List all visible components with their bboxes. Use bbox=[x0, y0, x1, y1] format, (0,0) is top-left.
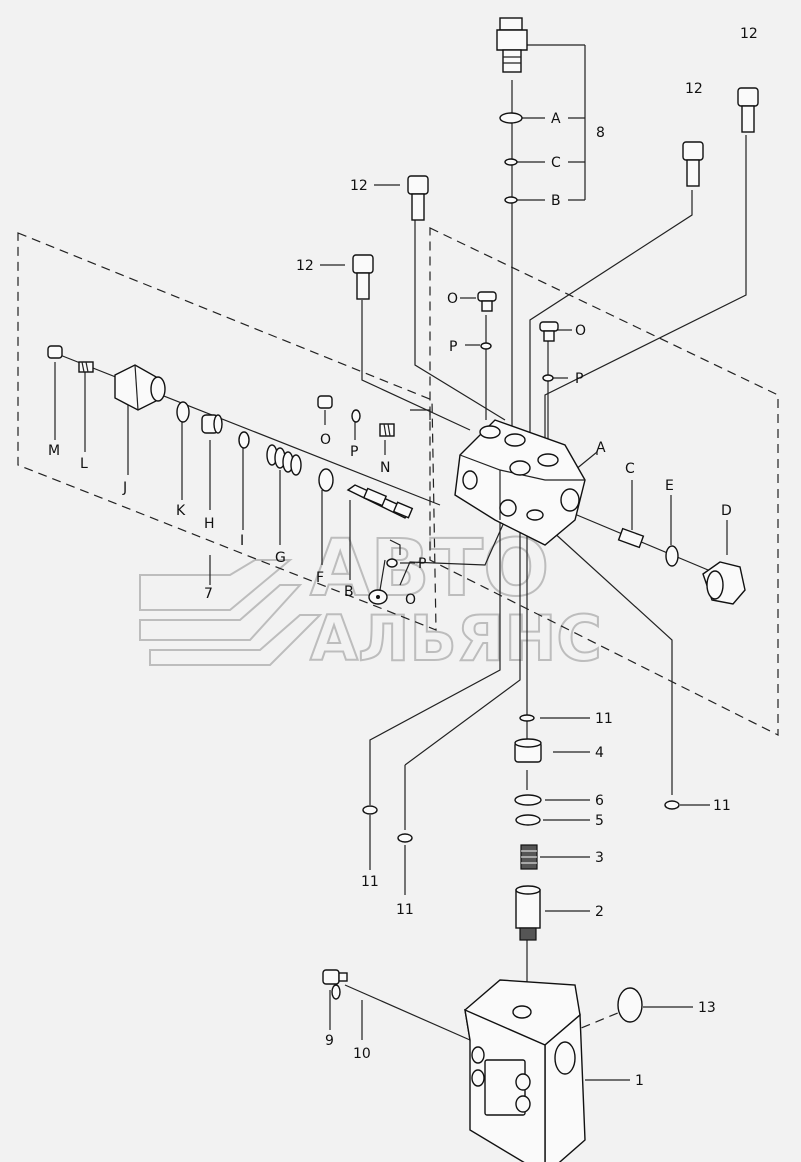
part-h-seat bbox=[201, 414, 223, 434]
label-11-left-b: 11 bbox=[396, 902, 414, 918]
label-O-2: O bbox=[575, 323, 586, 339]
label-G: G bbox=[275, 550, 286, 566]
plug-o-top-left bbox=[477, 291, 497, 312]
label-I: I bbox=[240, 533, 244, 549]
label-E: E bbox=[665, 478, 674, 494]
label-11-right: 11 bbox=[713, 798, 731, 814]
bolt-12-a bbox=[407, 175, 429, 221]
o-ring-11-right bbox=[664, 800, 680, 810]
label-J: J bbox=[122, 480, 127, 496]
label-C: C bbox=[551, 155, 561, 171]
part-o-plug-left bbox=[317, 395, 333, 409]
valve-body bbox=[454, 419, 586, 546]
label-5: 5 bbox=[595, 813, 604, 829]
part-p-o-ring-lower bbox=[386, 558, 398, 568]
part-c-connector bbox=[617, 527, 645, 549]
part-d-cap bbox=[702, 561, 746, 605]
label-P-1: P bbox=[449, 339, 457, 355]
part-3-spring bbox=[520, 844, 538, 870]
part-o-plug-lower bbox=[368, 589, 388, 605]
label-A: A bbox=[551, 111, 561, 127]
part-l-spring bbox=[78, 361, 94, 373]
dashed-group-left bbox=[17, 232, 437, 631]
watermark-logo: АВТО АЛЬЯНС bbox=[139, 523, 603, 676]
watermark-line2: АЛЬЯНС bbox=[310, 602, 602, 675]
label-10: 10 bbox=[353, 1046, 371, 1062]
bolt-12-d bbox=[737, 87, 759, 133]
plug-o-top-right bbox=[539, 321, 559, 342]
part-8-fitting bbox=[496, 17, 528, 73]
label-N: N bbox=[380, 460, 390, 476]
part-p-o-ring-left bbox=[351, 409, 361, 423]
dashed-group-right bbox=[429, 227, 779, 736]
label-F: F bbox=[316, 570, 324, 586]
callout-labels: A C B 8 12 12 12 12 O P O P A C E D M L … bbox=[48, 26, 758, 1089]
o-ring-b bbox=[504, 196, 518, 204]
label-A-2: A bbox=[596, 440, 606, 456]
label-B: B bbox=[551, 193, 561, 209]
label-O-3: O bbox=[320, 432, 331, 448]
label-O-1: O bbox=[447, 291, 458, 307]
o-ring-c bbox=[504, 158, 518, 166]
label-4: 4 bbox=[595, 745, 604, 761]
bolt-12-b bbox=[352, 254, 374, 300]
part-m-plug bbox=[47, 345, 63, 359]
bolt-12-c bbox=[682, 141, 704, 187]
o-ring-p-1 bbox=[480, 342, 492, 350]
part-b-spool bbox=[346, 484, 414, 519]
label-9: 9 bbox=[325, 1033, 334, 1049]
label-7: 7 bbox=[204, 586, 213, 602]
leader-lines bbox=[54, 44, 747, 1081]
label-L: L bbox=[80, 456, 88, 472]
part-g-spring bbox=[266, 444, 302, 476]
part-e-o-ring bbox=[665, 545, 679, 567]
label-M: M bbox=[48, 443, 60, 459]
part-6-ring bbox=[514, 794, 542, 806]
label-C-2: C bbox=[625, 461, 635, 477]
part-j-cap bbox=[114, 364, 166, 411]
o-ring-p-2 bbox=[542, 374, 554, 382]
label-B-2: B bbox=[344, 584, 354, 600]
label-P-4: P bbox=[418, 556, 426, 572]
part-n-screw bbox=[379, 423, 395, 437]
label-1: 1 bbox=[635, 1073, 644, 1089]
label-12-b: 12 bbox=[296, 258, 314, 274]
part-5-o-ring bbox=[515, 814, 541, 826]
part-9-plug bbox=[322, 969, 348, 985]
part-i-o-ring bbox=[238, 431, 250, 449]
o-ring-11-left-b bbox=[397, 833, 413, 843]
part-10-o-ring bbox=[331, 984, 341, 1000]
watermark-line1: АВТО bbox=[310, 524, 549, 614]
label-H: H bbox=[204, 516, 215, 532]
label-P-2: P bbox=[575, 371, 583, 387]
label-12-d: 12 bbox=[740, 26, 758, 42]
label-2: 2 bbox=[595, 904, 604, 920]
label-K: K bbox=[176, 503, 186, 519]
label-11-left-a: 11 bbox=[361, 874, 379, 890]
part-13-o-ring bbox=[617, 987, 643, 1023]
label-D: D bbox=[721, 503, 732, 519]
part-f-washer bbox=[318, 468, 334, 492]
label-11-upper: 11 bbox=[595, 711, 613, 727]
part-4-cap bbox=[514, 738, 542, 763]
label-P-3: P bbox=[350, 444, 358, 460]
label-3: 3 bbox=[595, 850, 604, 866]
label-6: 6 bbox=[595, 793, 604, 809]
label-12-a: 12 bbox=[350, 178, 368, 194]
part-1-housing bbox=[464, 979, 586, 1162]
part-2-poppet bbox=[515, 885, 541, 941]
part-k-o-ring bbox=[176, 401, 190, 423]
label-O-4: O bbox=[405, 592, 416, 608]
label-13: 13 bbox=[698, 1000, 716, 1016]
label-12-c: 12 bbox=[685, 81, 703, 97]
o-ring-11-upper bbox=[519, 714, 535, 722]
o-ring-a bbox=[499, 112, 523, 124]
label-8: 8 bbox=[596, 125, 605, 141]
o-ring-11-left-a bbox=[362, 805, 378, 815]
